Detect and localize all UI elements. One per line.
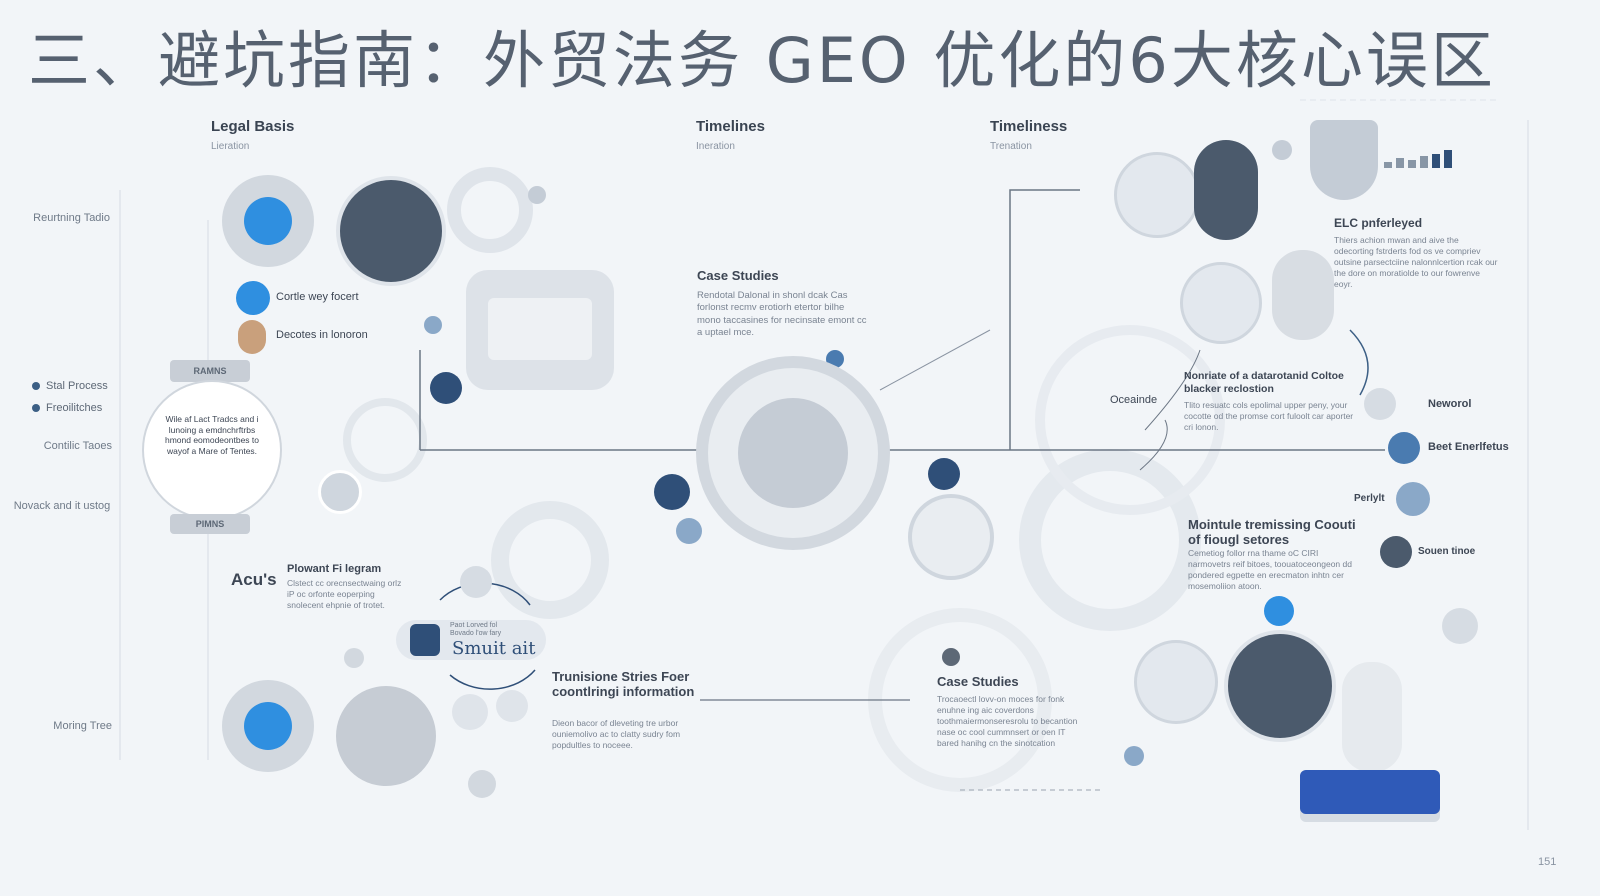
cloud-icon-circle-bottom xyxy=(222,680,314,772)
header-timelines: Timelines Ineration xyxy=(696,118,765,152)
avatar xyxy=(336,686,436,786)
badge-ribbon-top: RAMNS xyxy=(170,360,250,382)
app-icon xyxy=(410,624,440,656)
nonriate-title: Nonriate of a datarotanid Coltoe blacker… xyxy=(1184,370,1344,395)
mointule-title: Mointule tremissing Coouti of fiougl set… xyxy=(1188,517,1356,547)
decor-dot xyxy=(1264,596,1294,626)
smart-small-text: Paot Lorved fol Bovado l'ow fary xyxy=(450,622,502,637)
trunisione-text: Dieon bacor of dleveting tre urbor ounie… xyxy=(552,718,681,751)
case-studies-bottom-text: Trocaoectl lovv-on moces for fonk enuhne… xyxy=(937,694,1078,749)
network-icon xyxy=(1364,388,1396,420)
page-number: 151 xyxy=(1538,856,1557,868)
avatar xyxy=(1134,640,1218,724)
trunisione-title: Trunisione Stries Foer coontlringi infor… xyxy=(552,669,695,699)
right-label-perlylt: Perlylt xyxy=(1354,493,1385,504)
avatar xyxy=(1224,630,1336,742)
person-icon xyxy=(1396,482,1430,516)
dot-item-freoilitches: Freoilitches xyxy=(32,402,102,414)
badge-ribbon-bottom: PIMNS xyxy=(170,514,250,534)
avatar xyxy=(1380,536,1412,568)
chart-icon-circle xyxy=(318,470,362,514)
central-hub xyxy=(696,356,890,550)
cloud-icon xyxy=(244,702,292,750)
cloud-icon-circle-top xyxy=(222,175,314,267)
elc-text: Thiers achion mwan and aive the odecorti… xyxy=(1334,235,1498,290)
nonriate-text: Tlito resuatc cols epolimal upper peny, … xyxy=(1184,400,1354,433)
decor-dot xyxy=(928,458,960,490)
left-label-novack: Novack and it ustog xyxy=(13,500,111,512)
smart-label: Smuit ait xyxy=(452,638,536,659)
decor-dot xyxy=(344,648,364,668)
shield-icon xyxy=(1310,120,1378,200)
oceainde-label: Oceainde xyxy=(1110,394,1158,406)
avatar xyxy=(1272,250,1334,340)
decor-dot xyxy=(468,770,496,798)
user-icon xyxy=(460,566,492,598)
avatar xyxy=(1114,152,1200,238)
header-timeliness: Timeliness Trenation xyxy=(990,118,1068,152)
acus-text: Clstect cc orecnsectwaing orlz iP oc orf… xyxy=(287,578,402,611)
courthouse-icon xyxy=(738,398,848,508)
avatar xyxy=(336,176,446,286)
left-label-reurtning: Reurtning Tadio xyxy=(33,212,110,224)
decor-dot xyxy=(1442,608,1478,644)
decor-dot xyxy=(1272,140,1292,160)
decor-dot xyxy=(424,316,442,334)
mointule-text: Cemetiog follor rna thame oC CIRI narmov… xyxy=(1188,548,1352,592)
badge-text: Wile af Lact Tradcs and i lunoing a emdn… xyxy=(164,414,260,456)
left-label-contilic: Contilic Taoes xyxy=(43,440,112,452)
server-block xyxy=(1300,770,1440,814)
decor-dot xyxy=(942,648,960,666)
avatar xyxy=(1180,262,1262,344)
case-studies-top-title: Case Studies xyxy=(697,268,779,283)
gear-icon xyxy=(496,690,528,722)
decor-dot xyxy=(430,372,462,404)
header-legal-basis: Legal Basis Lieration xyxy=(211,118,295,152)
acus-title: Plowant Fi legram xyxy=(287,563,382,575)
cloud-icon xyxy=(452,694,488,730)
elc-title: ELC pnferleyed xyxy=(1334,216,1423,230)
right-label-beet: Beet Enerlfetus xyxy=(1428,441,1509,453)
badge-circle: Wile af Lact Tradcs and i lunoing a emdn… xyxy=(142,380,282,520)
case-studies-top-text: Rendotal Dalonal in shonl dcak Cas forlo… xyxy=(697,290,867,339)
building-icon xyxy=(488,298,592,360)
decor-dot xyxy=(528,186,546,204)
case-studies-bottom-title: Case Studies xyxy=(937,674,1019,689)
scientist-icon xyxy=(908,494,994,580)
decor-dot xyxy=(1124,746,1144,766)
item-cortle: Cortle wey focert xyxy=(276,291,359,303)
acus-logo: Acu's xyxy=(231,570,277,589)
page-title: 三、避坑指南：外贸法务 GEO 优化的6大核心误区 xyxy=(28,24,1496,97)
building-card xyxy=(466,270,614,390)
dot-item-stal-process: Stal Process xyxy=(32,380,108,392)
right-label-souen: Souen tinoe xyxy=(1418,546,1476,557)
drop-icon xyxy=(236,281,270,315)
decor-dot xyxy=(654,474,690,510)
avatar xyxy=(1342,662,1402,772)
person-icon xyxy=(238,320,266,354)
avatar xyxy=(1194,140,1258,240)
bar-chart-icon xyxy=(1384,148,1454,168)
decor-dot xyxy=(676,518,702,544)
benefits-icon xyxy=(1388,432,1420,464)
left-label-moring: Moring Tree xyxy=(53,720,112,732)
cloud-icon xyxy=(244,197,292,245)
smart-hub: Paot Lorved fol Bovado l'ow fary Smuit a… xyxy=(396,620,546,660)
item-decotes: Decotes in lonoron xyxy=(276,329,368,341)
right-label-neworol: Neworol xyxy=(1428,398,1472,410)
